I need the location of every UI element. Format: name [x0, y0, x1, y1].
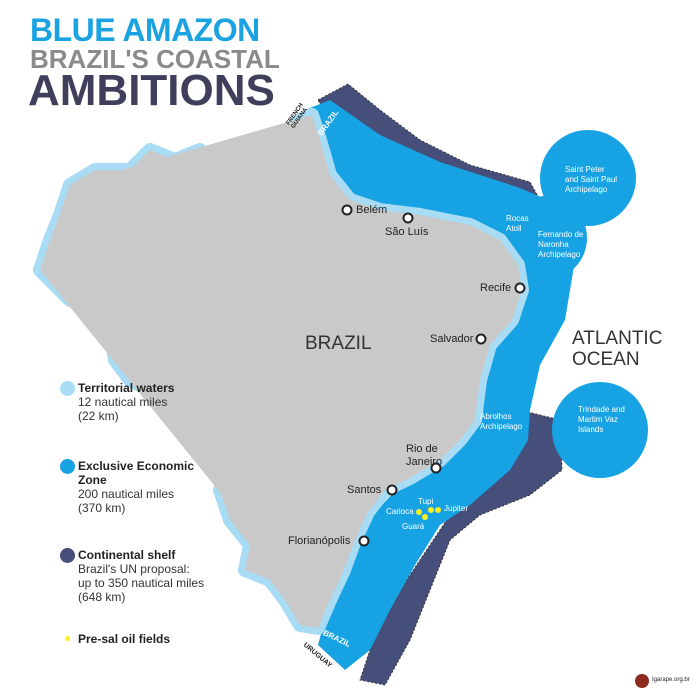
credit-logo [635, 674, 649, 688]
legend-swatch-oil [65, 636, 70, 641]
city-belem: Belém [356, 204, 388, 216]
eez-trindade [552, 382, 648, 478]
city-sao-luis: São Luís [385, 226, 429, 238]
oil-label-tupi: Tupi [418, 497, 434, 506]
island-st-peter: Saint Peter and Saint Paul Archipelago [565, 165, 618, 194]
city-rio: Rio de Janeiro [406, 443, 443, 468]
oil-field-carioca [416, 509, 422, 515]
title-line-1: BLUE AMAZON [30, 12, 260, 48]
legend-swatch-shelf [60, 548, 75, 563]
island-trindade: Trindade and Martim Vaz Islands [578, 405, 625, 434]
brazil-land-edge [40, 115, 312, 545]
legend-oil: Pre-sal oil fields [78, 632, 171, 646]
city-santos: Santos [347, 484, 382, 496]
city-salvador: Salvador [430, 333, 474, 345]
legend-swatch-eez [60, 459, 75, 474]
eez-fernando [503, 196, 587, 280]
city-florianopolis: Florianópolis [288, 535, 351, 547]
city-marker-florianopolis [358, 535, 370, 547]
ocean-label-1: ATLANTIC [572, 328, 663, 349]
island-fernando: Fernando de Naronha Archipelago [538, 230, 584, 259]
oil-field-guara [422, 514, 428, 520]
city-marker-belem [341, 204, 353, 216]
oil-label-jupiter: Jupiter [444, 504, 469, 513]
continental-shelf [317, 83, 563, 686]
ocean-label-2: OCEAN [572, 349, 640, 370]
oil-field-tupi [428, 507, 434, 513]
city-marker-sao-luis [402, 212, 414, 224]
city-marker-recife [514, 282, 526, 294]
city-marker-santos [386, 484, 398, 496]
city-recife: Recife [480, 282, 512, 294]
island-rocas: Rocas Atoll [506, 214, 529, 233]
title-line-3: AMBITIONS [28, 66, 275, 115]
oil-label-guara: Guará [402, 522, 425, 531]
island-abrolhos: Abrolhos Archipelago [480, 412, 523, 431]
oil-field-markers [416, 507, 441, 520]
credit-text: Igarape.org.br [652, 677, 690, 683]
city-marker-salvador [475, 333, 487, 345]
city-marker-rio [430, 462, 442, 474]
oil-field-jupiter [435, 507, 441, 513]
title-line-2: BRAZIL'S COASTAL [30, 44, 280, 74]
city-markers [341, 204, 526, 547]
country-label: BRAZIL [305, 333, 372, 354]
legend-swatch-territorial [60, 381, 75, 396]
oil-label-carioca: Carioca [386, 507, 414, 516]
